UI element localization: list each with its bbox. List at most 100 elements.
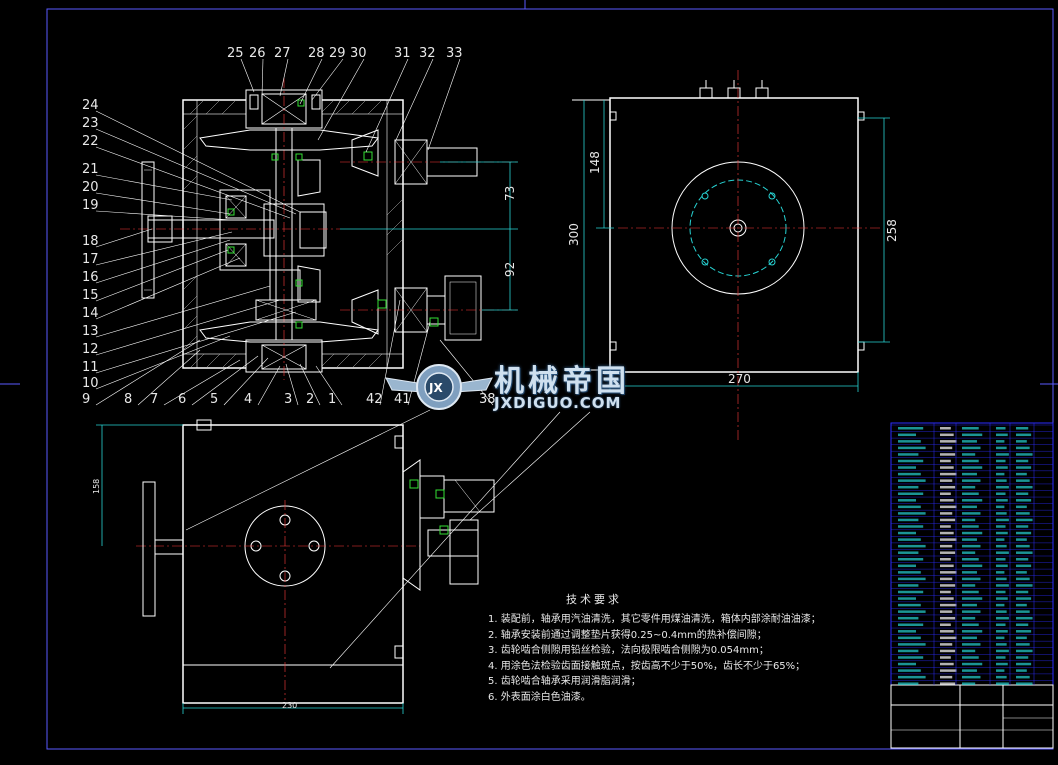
parts-list-cell-mark — [940, 616, 956, 620]
parts-list-table — [890, 422, 1054, 749]
part-number-7: 7 — [150, 392, 158, 407]
dim-300: 300 — [567, 223, 581, 246]
parts-list-cell-mark — [1016, 558, 1029, 561]
part-leader-20 — [95, 192, 231, 215]
parts-list-cell-mark — [940, 505, 957, 509]
parts-list-cell-mark — [962, 636, 977, 640]
part-number-11: 11 — [82, 360, 99, 375]
part-number-33: 33 — [446, 46, 463, 61]
parts-list-cell-mark — [996, 472, 1005, 476]
parts-list-cell-mark — [898, 590, 924, 594]
parts-list-cell-mark — [898, 479, 926, 482]
part-number-23: 23 — [82, 116, 99, 131]
parts-list-cell-mark — [1016, 616, 1033, 620]
parts-list-cell-mark — [996, 525, 1006, 528]
parts-list-cell-mark — [940, 603, 957, 607]
part-leader-1 — [315, 365, 343, 406]
parts-list-cell-mark — [996, 610, 1007, 613]
parts-list-cell-mark — [962, 538, 977, 541]
part-leader-16 — [95, 239, 231, 284]
parts-list-cell-mark — [1016, 472, 1027, 476]
part-leader-28 — [299, 58, 323, 105]
parts-list-cell-mark — [940, 662, 954, 666]
parts-list-cell-mark — [898, 603, 921, 607]
part-leader-13 — [95, 285, 271, 338]
part-number-21: 21 — [82, 162, 99, 177]
part-leader-30 — [317, 58, 365, 141]
parts-list-cell-mark — [940, 682, 956, 685]
part-number-25: 25 — [227, 46, 244, 61]
parts-list-cell-mark — [940, 577, 953, 581]
part-leader-42 — [379, 299, 401, 406]
watermark: JX 机械帝国 JXDIGUO.COM — [384, 356, 684, 418]
top-view-leader — [185, 409, 431, 531]
part-leader-7 — [163, 359, 241, 406]
parts-list-cell-mark — [962, 558, 979, 561]
parts-list-cell-mark — [996, 459, 1006, 463]
part-leader-24 — [95, 110, 301, 213]
parts-list-cell-mark — [940, 636, 957, 640]
parts-list-cell-mark — [898, 597, 916, 600]
part-number-32: 32 — [419, 46, 436, 61]
parts-list-cell-mark — [962, 446, 981, 450]
parts-list-cell-mark — [898, 472, 921, 476]
parts-list-cell-mark — [1016, 682, 1033, 685]
parts-list-cell-mark — [898, 525, 924, 528]
part-leader-14 — [95, 257, 241, 320]
parts-list-cell-mark — [1016, 459, 1029, 463]
parts-list-cell-mark — [1016, 597, 1032, 600]
parts-list-cell-mark — [1016, 453, 1033, 456]
parts-list-cell-mark — [1016, 492, 1029, 495]
part-leader-11 — [95, 311, 297, 374]
parts-list-cell-mark — [898, 577, 926, 581]
parts-list-cell-mark — [1016, 590, 1029, 594]
tech-req-item: 4. 用涂色法检验齿面接触斑点，按齿高不少于50%，齿长不少于65%； — [488, 660, 806, 672]
parts-list-cell-mark — [996, 551, 1009, 554]
part-number-31: 31 — [394, 46, 411, 61]
logo-text: JX — [428, 381, 443, 395]
parts-list-cell-mark — [996, 577, 1007, 581]
dim-73: 73 — [503, 186, 517, 201]
parts-list-cell-mark — [898, 682, 919, 685]
parts-list-cell-mark — [962, 669, 977, 672]
part-number-28: 28 — [308, 46, 325, 61]
parts-list-cell-mark — [1016, 669, 1027, 672]
part-number-38: 38 — [479, 392, 496, 407]
part-leader-9 — [95, 339, 201, 406]
parts-list-cell-mark — [1016, 623, 1029, 626]
parts-list-cell-mark — [962, 571, 977, 574]
parts-list-cell-mark — [962, 512, 981, 515]
parts-list-cell-mark — [1016, 630, 1032, 633]
parts-list-cell-mark — [1016, 577, 1030, 581]
parts-list-cell-mark — [962, 499, 983, 502]
parts-list-cell-mark — [1016, 571, 1027, 574]
parts-list-cell-mark — [962, 630, 983, 633]
part-leader-21 — [95, 174, 233, 201]
part-number-30: 30 — [350, 46, 367, 61]
part-leader-4 — [257, 365, 281, 406]
parts-list-rows — [891, 423, 1053, 685]
parts-list-cell-mark — [898, 675, 926, 679]
parts-list-cell-mark — [996, 669, 1005, 672]
parts-list-cell-mark — [962, 427, 979, 430]
parts-list-cell-mark — [940, 512, 953, 515]
parts-list-cell-mark — [898, 446, 926, 450]
parts-list-cell-mark — [962, 544, 981, 548]
parts-list-cell-mark — [996, 636, 1005, 640]
parts-list-cell-mark — [898, 485, 919, 489]
dim-92: 92 — [503, 262, 517, 277]
part-number-12: 12 — [82, 342, 99, 357]
parts-list-cell-mark — [1016, 440, 1027, 443]
parts-list-cell-mark — [996, 512, 1007, 515]
parts-list-cell-mark — [996, 630, 1008, 633]
part-leader-2 — [299, 363, 321, 406]
parts-list-cell-mark — [898, 427, 924, 430]
parts-list-cell-mark — [898, 636, 921, 640]
parts-list-cell-mark — [1016, 643, 1030, 646]
part-number-15: 15 — [82, 288, 99, 303]
parts-list-cell-mark — [962, 453, 976, 456]
parts-list-cell-mark — [898, 440, 921, 443]
parts-list-cell-mark — [962, 485, 976, 489]
parts-list-cell-mark — [996, 518, 1009, 522]
parts-list-cell-mark — [1016, 446, 1030, 450]
